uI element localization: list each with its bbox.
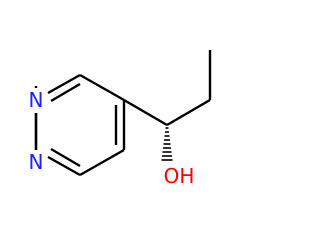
nitrogen-atom-top: N (29, 88, 44, 112)
bond-c-top-c5 (79, 73, 125, 102)
hashed-wedge-bond (161, 127, 173, 161)
bond-chiral-ch2 (166, 98, 211, 127)
bond-ntop-c-top (47, 73, 81, 95)
bond-c4-nbottom (79, 148, 125, 177)
hydroxyl-label: OH (164, 164, 195, 188)
bond-ntop-c-top-inner (50, 82, 81, 103)
nitrogen-atom-bottom: N (29, 150, 44, 174)
molecule-structure: N N OH (29, 50, 212, 188)
bond-c-bottom-nbottom (47, 155, 81, 177)
bond-c5-chiral (123, 98, 168, 127)
bond-c-bottom-nbottom-inner (50, 147, 81, 168)
molecule-canvas: N N OH (28, 50, 212, 188)
